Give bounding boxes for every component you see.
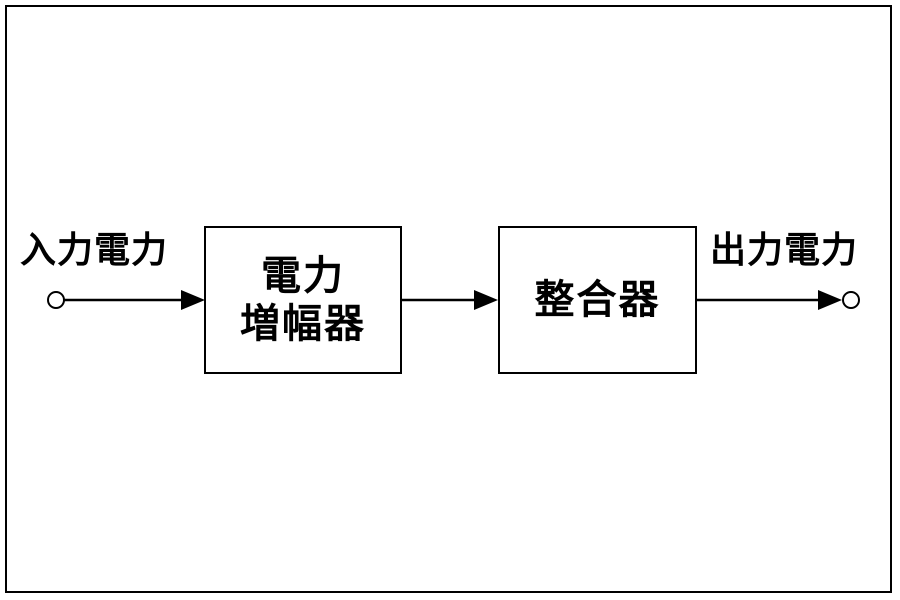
power-amplifier-label-line2: 増幅器 bbox=[240, 301, 366, 347]
output-terminal bbox=[842, 291, 860, 309]
input-terminal bbox=[47, 291, 65, 309]
input-label: 入力電力 bbox=[20, 230, 169, 271]
matcher-block: 整合器 bbox=[498, 226, 697, 374]
matcher-label: 整合器 bbox=[534, 277, 661, 323]
arrow-amplifier-to-matcher bbox=[474, 290, 498, 310]
power-amplifier-block: 電力 増幅器 bbox=[204, 226, 402, 374]
power-amplifier-label-line1: 電力 bbox=[261, 253, 345, 299]
arrow-matcher-to-output bbox=[818, 290, 842, 310]
diagram-frame bbox=[5, 5, 892, 593]
arrow-input-to-amplifier bbox=[181, 290, 205, 310]
output-label: 出力電力 bbox=[710, 230, 859, 271]
